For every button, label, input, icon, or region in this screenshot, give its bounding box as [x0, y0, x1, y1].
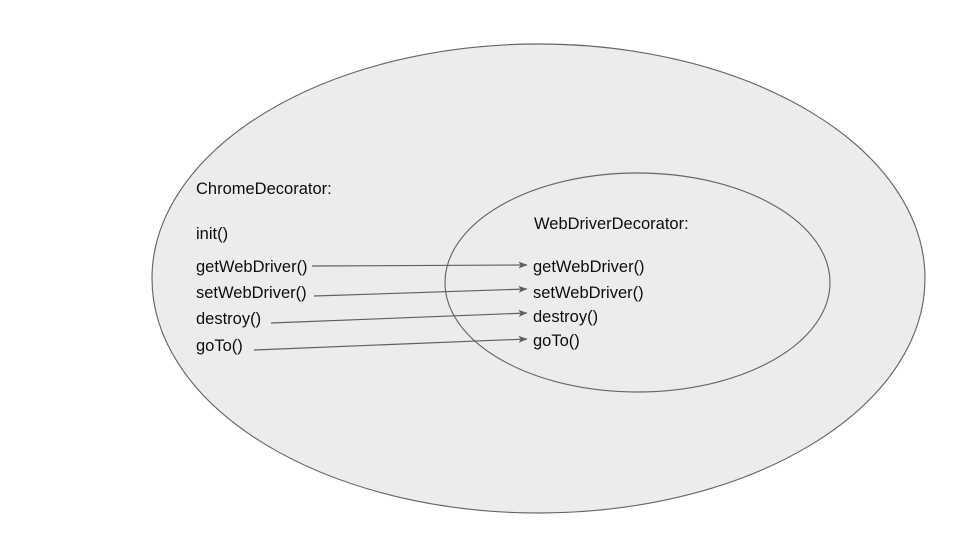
webdriver-decorator-method-goto: goTo() — [533, 332, 580, 350]
chrome-decorator-method-init: init() — [196, 225, 228, 243]
webdriver-decorator-method-destroy: destroy() — [533, 308, 598, 326]
chrome-decorator-method-getwebdriver: getWebDriver() — [196, 258, 308, 276]
connector-arrow — [313, 285, 528, 297]
connector-arrow — [253, 335, 528, 351]
chrome-decorator-method-goto: goTo() — [196, 337, 243, 355]
chrome-decorator-method-destroy: destroy() — [196, 310, 261, 328]
connector-arrow — [270, 309, 528, 324]
chrome-decorator-method-setwebdriver: setWebDriver() — [196, 284, 307, 302]
webdriver-decorator-method-getwebdriver: getWebDriver() — [533, 258, 645, 276]
chrome-decorator-title: ChromeDecorator: — [196, 180, 332, 198]
webdriver-decorator-title: WebDriverDecorator: — [534, 215, 689, 233]
connector-arrow — [311, 261, 528, 269]
connector-arrows — [253, 261, 528, 351]
webdriver-decorator-method-setwebdriver: setWebDriver() — [533, 284, 644, 302]
webdriver-decorator-ellipse[interactable] — [444, 172, 831, 393]
